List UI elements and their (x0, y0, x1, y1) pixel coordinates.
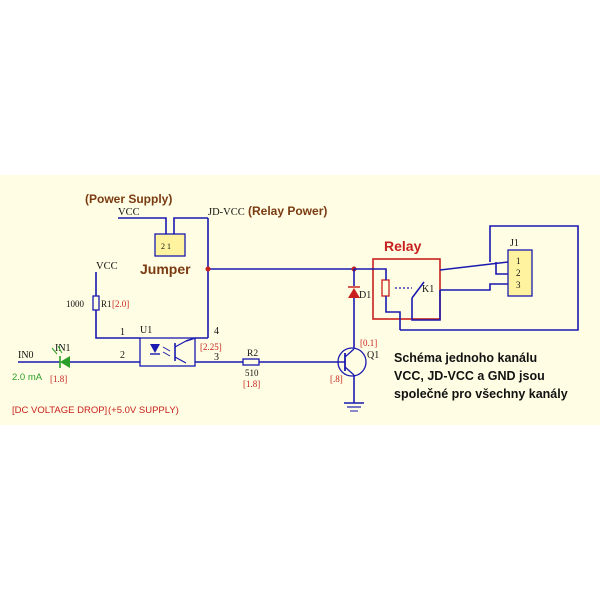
r1-voltage-label: [2.0] (112, 299, 129, 309)
relay-contact (411, 281, 425, 299)
u1-pin4-label: 4 (214, 326, 219, 337)
j1-pin1-label: 1 (516, 256, 521, 266)
coil-top-wire (354, 268, 387, 280)
k1-label: K1 (422, 284, 434, 295)
in0-label: IN0 (18, 350, 34, 361)
q1-label: Q1 (367, 350, 379, 361)
current-label: 2.0 mA (12, 372, 43, 383)
note-line-2: VCC, JD-VCC a GND jsou (394, 369, 545, 383)
junction-dot (205, 266, 211, 272)
q1-voltage-top-label: [0.1] (360, 338, 377, 348)
jumper-pins-label: 2 1 (161, 242, 171, 251)
jumper-block (154, 233, 186, 257)
r2-voltage-label: [1.8] (243, 379, 260, 389)
coil-bottom-wire (385, 296, 401, 330)
vcc-to-jumper-wire (118, 217, 167, 234)
jumper-label: Jumper (140, 261, 191, 277)
q1-collector (344, 348, 355, 358)
j1-connector (507, 249, 533, 297)
in1-led (60, 356, 70, 368)
power-supply-label: (Power Supply) (85, 192, 172, 206)
r2-name-label: R2 (247, 349, 258, 359)
d1-diode (348, 288, 360, 298)
q1-voltage-bottom-label: [.8] (330, 374, 343, 384)
q1-emitter (344, 366, 355, 376)
jd-vcc-label: JD-VCC (208, 207, 245, 218)
r2-value-label: 510 (245, 368, 259, 378)
supply-label: (+5.0V SUPPLY) (108, 405, 179, 416)
jdvcc-to-jumper-wire (173, 217, 208, 234)
u1-name-label: U1 (140, 325, 152, 336)
in1-light-arrow (57, 345, 63, 354)
u1-pin3-label: 3 (214, 352, 219, 363)
r1-name-label: R1 (101, 299, 112, 309)
relay-label: Relay (384, 238, 422, 254)
relay-power-label: (Relay Power) (248, 204, 327, 218)
u1-pin2-label: 2 (120, 350, 125, 361)
in1-label: IN1 (55, 343, 71, 354)
u1-light-arrow (162, 346, 171, 352)
u1-emitter (174, 356, 187, 364)
r1-to-u1-wire (95, 310, 140, 339)
vcc-top-label: VCC (118, 207, 140, 218)
note-line-3: společné pro všechny kanály (394, 387, 568, 401)
r1-value-label: 1000 (66, 299, 85, 309)
u1-voltage-label: [2.25] (200, 342, 222, 352)
in1-light-arrow (51, 347, 58, 355)
schematic-background (0, 175, 600, 425)
j1-outer-loop-wire (400, 225, 579, 331)
u1-collector (174, 340, 187, 348)
j1-pin3-wire (440, 283, 508, 291)
u1-light-arrow (162, 351, 171, 357)
u1-pin4-wire (185, 337, 208, 342)
contact-common-wire (411, 290, 441, 321)
j1-label: J1 (510, 238, 519, 249)
u1-led (150, 344, 160, 353)
d1-label: D1 (359, 290, 371, 301)
dc-drop-label: [DC VOLTAGE DROP] (12, 405, 107, 416)
note-line-1: Schéma jednoho kanálu (394, 351, 537, 365)
in1-voltage-label: [1.8] (50, 374, 67, 384)
relay-highlight-box (372, 258, 441, 320)
j1-pin3-label: 3 (516, 280, 521, 290)
j1-pin2-wire (495, 262, 508, 275)
vcc-r1-label: VCC (96, 261, 118, 272)
j1-pin2-label: 2 (516, 268, 521, 278)
u1-optocoupler (139, 337, 196, 367)
u1-pin1-label: 1 (120, 327, 125, 338)
